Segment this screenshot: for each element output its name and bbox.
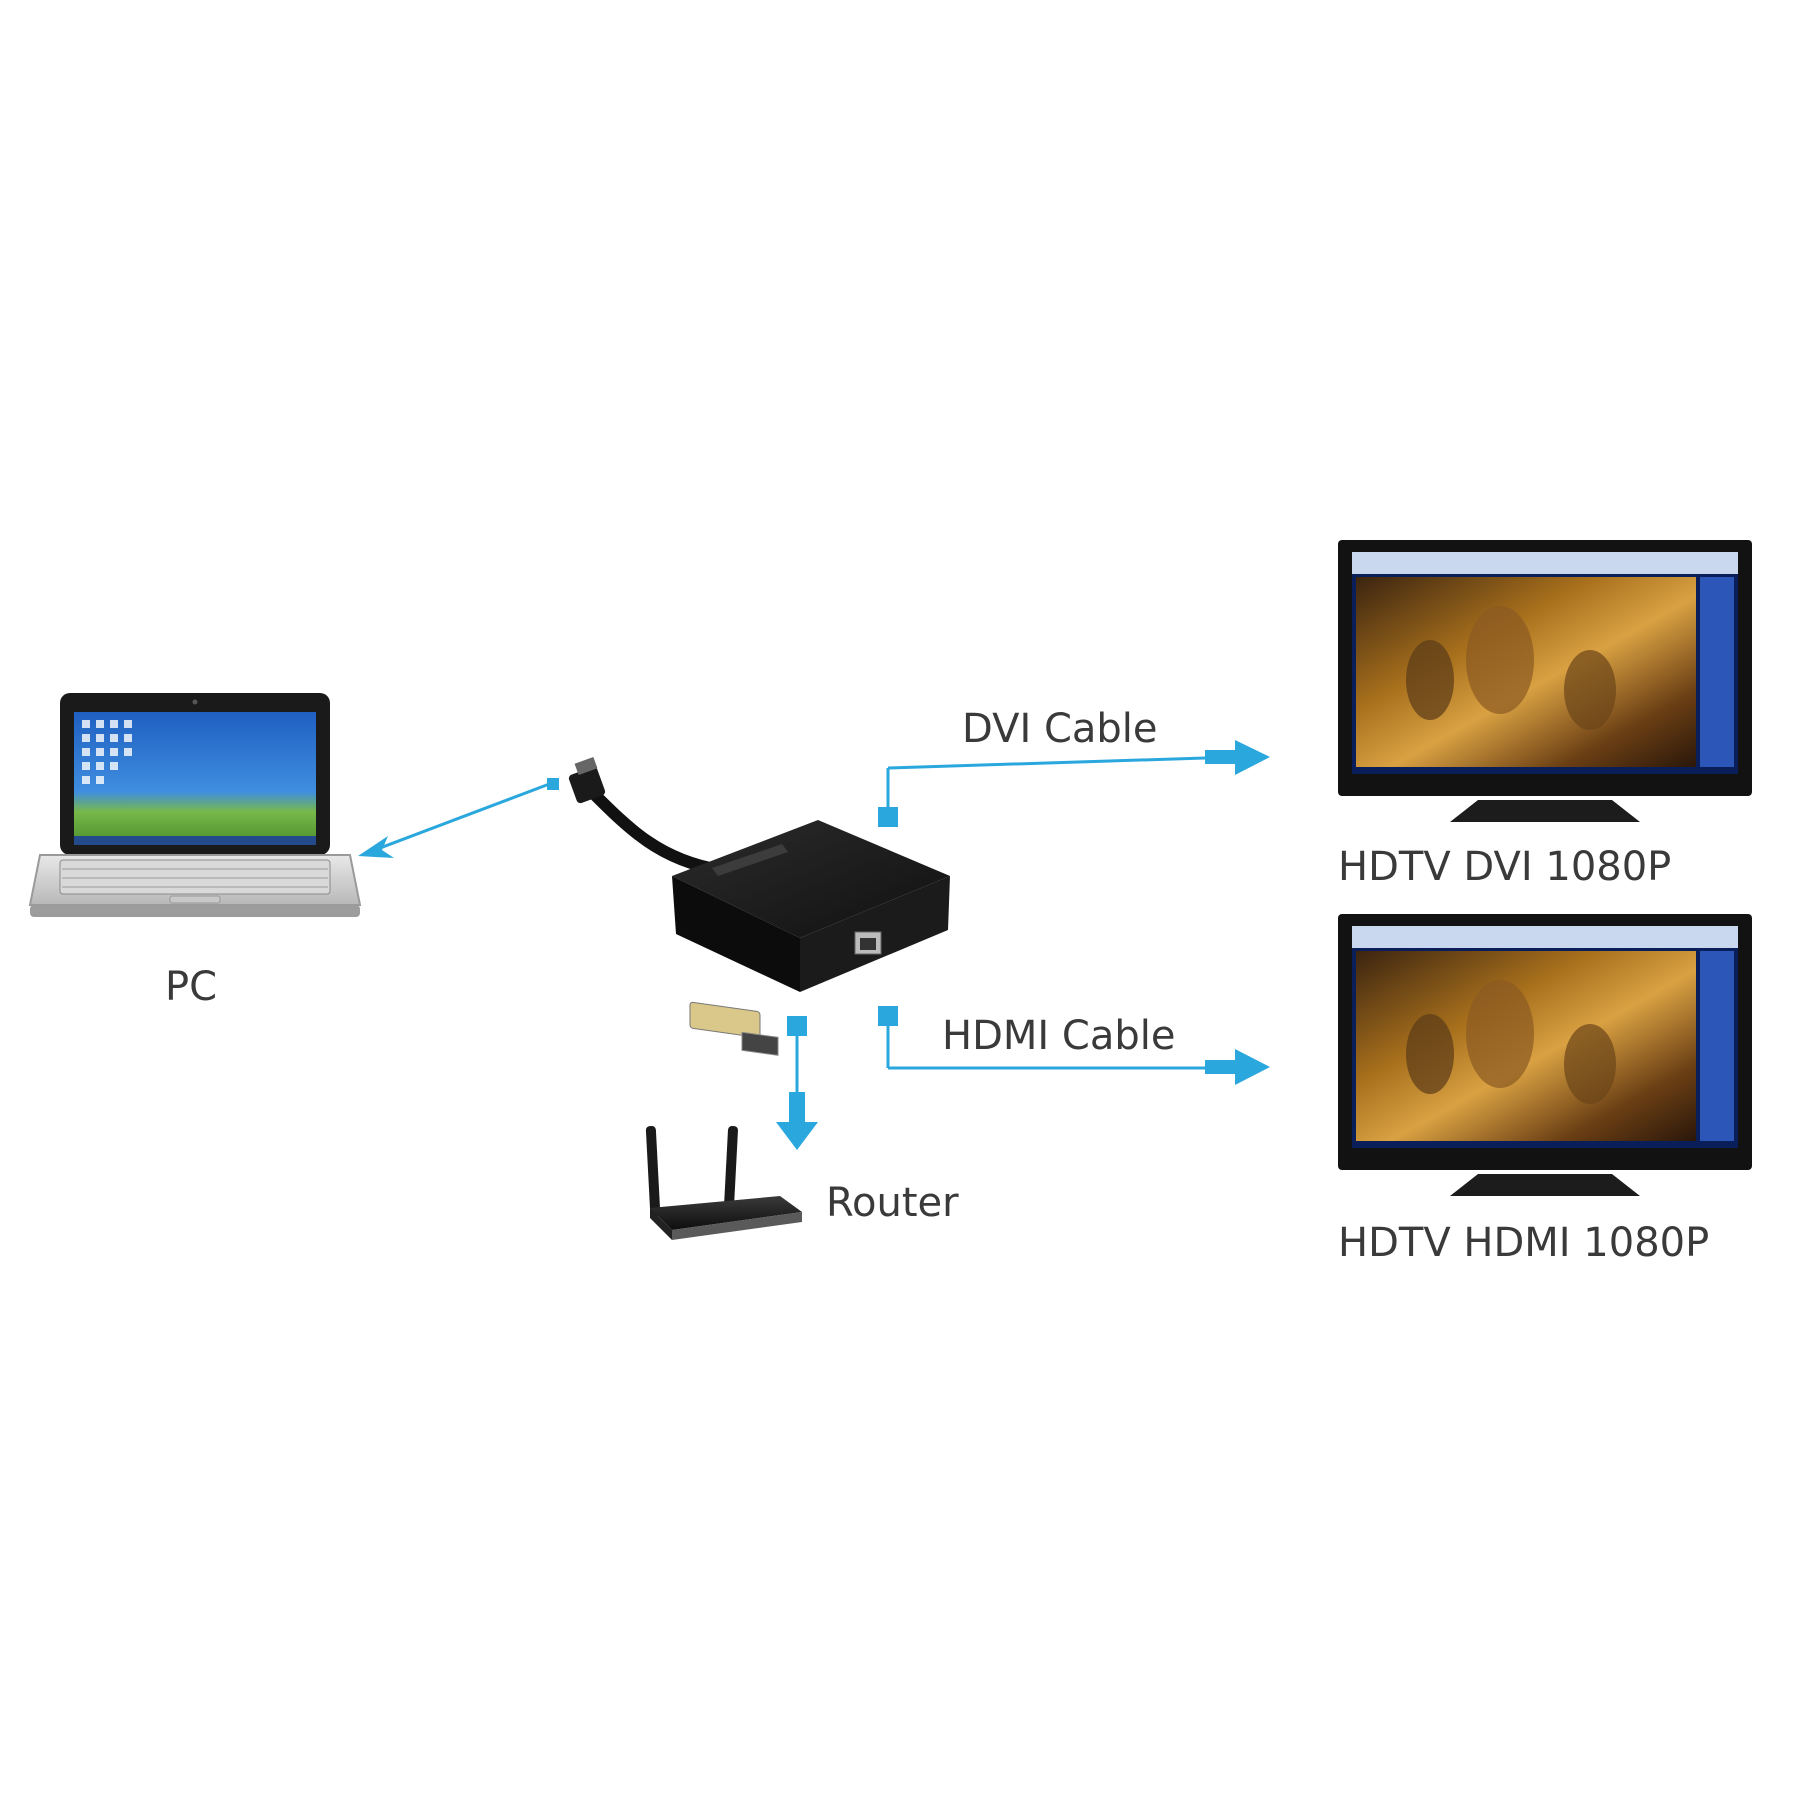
- pc-laptop: [28, 693, 362, 917]
- router-label: Router: [826, 1180, 959, 1226]
- pc-connector: [358, 778, 559, 858]
- usb-adapter: [568, 756, 950, 1056]
- hdmi-cable-connector: [878, 1006, 1270, 1085]
- hdmi-cable-label: HDMI Cable: [942, 1013, 1175, 1059]
- router: [645, 1125, 802, 1240]
- hdtv-hdmi-label: HDTV HDMI 1080P: [1338, 1220, 1709, 1266]
- hdtv-hdmi: [1338, 914, 1752, 1196]
- router-connector: [776, 1016, 818, 1150]
- dvi-cable-connector: [878, 740, 1270, 827]
- dvi-cable-label: DVI Cable: [962, 706, 1158, 752]
- pc-label: PC: [165, 964, 217, 1010]
- hdtv-dvi: [1338, 540, 1752, 822]
- hdtv-dvi-label: HDTV DVI 1080P: [1338, 844, 1671, 890]
